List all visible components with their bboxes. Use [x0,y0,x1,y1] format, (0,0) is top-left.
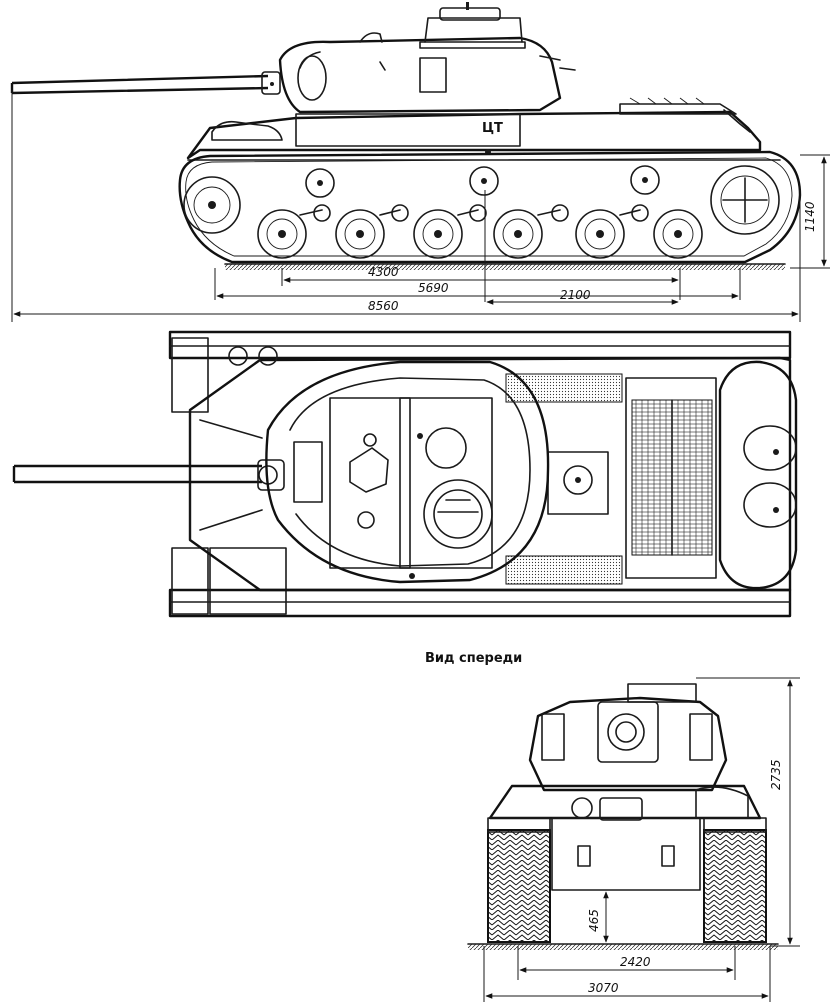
hull-side: ЦТ [186,97,781,161]
road-wheels [257,209,703,259]
dim-height-side: 1140 [803,201,817,232]
front-view-dimensions: 2735 465 2420 3070 [483,677,800,1002]
dim-height-front: 2735 [769,759,783,790]
dim-clearance: 465 [587,909,601,932]
turret-side [270,2,576,114]
side-view: ЦТ [10,2,830,322]
running-gear [178,150,802,270]
gun-barrel-top [12,459,285,491]
dim-width: 3070 [588,981,619,995]
dim-hull-length: 5690 [418,281,449,295]
front-view: Вид спереди 2735 465 [425,651,800,1002]
top-view [12,330,798,618]
center-of-gravity-label: ЦТ [482,121,503,136]
turret-top [265,360,550,584]
gun-barrel-side [10,71,281,95]
dim-track-contact: 4300 [368,265,399,279]
front-view-title: Вид спереди [425,651,522,666]
dim-total-length: 8560 [368,299,399,313]
side-view-dimensions: 8560 5690 4300 2100 1140 [11,90,830,322]
dim-track-gauge: 2420 [620,955,651,969]
dim-wheel-span: 2100 [560,288,591,302]
